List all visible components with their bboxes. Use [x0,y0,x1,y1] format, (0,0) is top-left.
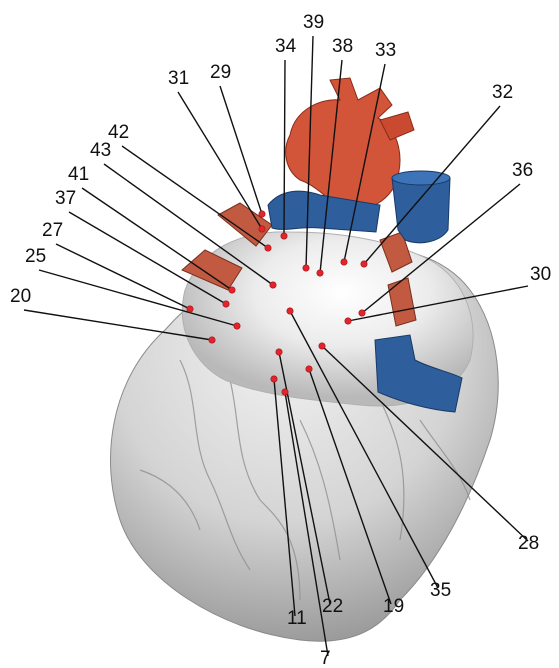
label-42: 42 [108,122,129,143]
marker-dot-29 [259,211,265,217]
label-38: 38 [332,36,353,57]
leader-line-31 [178,92,262,229]
marker-dot-37 [223,301,229,307]
marker-dot-31 [259,226,265,232]
marker-dot-27 [187,306,193,312]
superior-vena-cava-opening [392,171,450,185]
label-29: 29 [210,62,231,83]
marker-dot-28 [319,343,325,349]
marker-dot-19 [306,366,312,372]
marker-dot-20 [209,337,215,343]
label-39: 39 [303,12,324,33]
label-30: 30 [530,264,551,285]
marker-dot-41 [229,287,235,293]
marker-dot-39 [303,265,309,271]
marker-dot-25 [234,323,240,329]
label-35: 35 [430,580,451,601]
label-31: 31 [168,68,189,89]
label-43: 43 [90,140,111,161]
marker-dot-33 [341,259,347,265]
label-34: 34 [275,36,297,57]
label-22: 22 [322,596,343,617]
label-36: 36 [512,160,533,181]
marker-dot-11 [271,376,277,382]
marker-dot-32 [361,261,367,267]
marker-dot-22 [276,349,282,355]
marker-dot-30 [345,318,351,324]
label-41: 41 [68,164,89,185]
label-11: 11 [287,608,307,629]
marker-dot-35 [287,308,293,314]
marker-dot-43 [270,282,276,288]
leader-line-27 [56,244,190,309]
label-27: 27 [42,220,63,241]
marker-dot-7 [282,389,288,395]
label-28: 28 [518,533,539,554]
marker-dot-34 [281,233,287,239]
label-20: 20 [10,286,31,307]
marker-dot-38 [317,270,323,276]
label-19: 19 [383,596,404,617]
label-32: 32 [492,82,513,103]
label-25: 25 [25,246,46,267]
label-37: 37 [55,188,76,209]
label-33: 33 [375,40,396,61]
label-7: 7 [320,648,331,668]
marker-dot-36 [359,310,365,316]
leader-line-42 [122,146,268,248]
marker-dot-42 [265,245,271,251]
